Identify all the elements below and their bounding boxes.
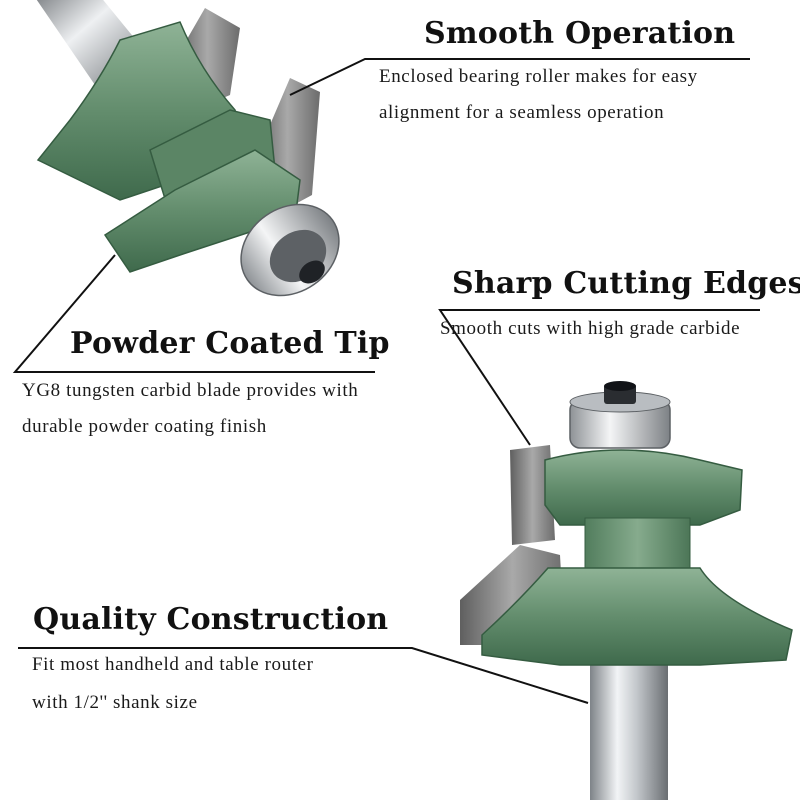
bearing-top xyxy=(240,203,340,297)
heading-sharp-cutting-edges: Sharp Cutting Edges xyxy=(452,266,800,301)
shank-bottom xyxy=(590,660,668,800)
router-bit-bottom xyxy=(460,381,793,800)
router-bit-top xyxy=(36,0,340,297)
callout-line-quality xyxy=(18,647,589,704)
heading-powder-coated-tip: Powder Coated Tip xyxy=(70,326,390,361)
callout-lines xyxy=(12,58,760,704)
desc-smooth-operation-line1: Enclosed bearing roller makes for easy xyxy=(379,66,698,87)
desc-quality-construction-line1: Fit most handheld and table router xyxy=(32,654,314,675)
callout-line-sharp xyxy=(438,309,760,446)
desc-powder-coated-tip-line2: durable powder coating finish xyxy=(22,416,267,437)
desc-powder-coated-tip-line1: YG8 tungsten carbid blade provides with xyxy=(22,380,359,401)
desc-quality-construction-line2: with 1/2'' shank size xyxy=(32,692,198,713)
callout-line-smooth xyxy=(289,58,750,96)
desc-sharp-cutting-edges-line1: Smooth cuts with high grade carbide xyxy=(440,318,741,339)
cutter-neck xyxy=(584,517,691,574)
heading-quality-construction: Quality Construction xyxy=(33,602,389,637)
callout-line-powder xyxy=(12,254,375,373)
cutter-bottom-cone xyxy=(481,567,793,666)
carbide-blade-top xyxy=(510,445,555,545)
bearing-bottom xyxy=(569,381,671,449)
heading-smooth-operation: Smooth Operation xyxy=(424,16,736,51)
cutter-top-ring xyxy=(544,449,743,526)
desc-smooth-operation-line2: alignment for a seamless operation xyxy=(379,102,665,123)
